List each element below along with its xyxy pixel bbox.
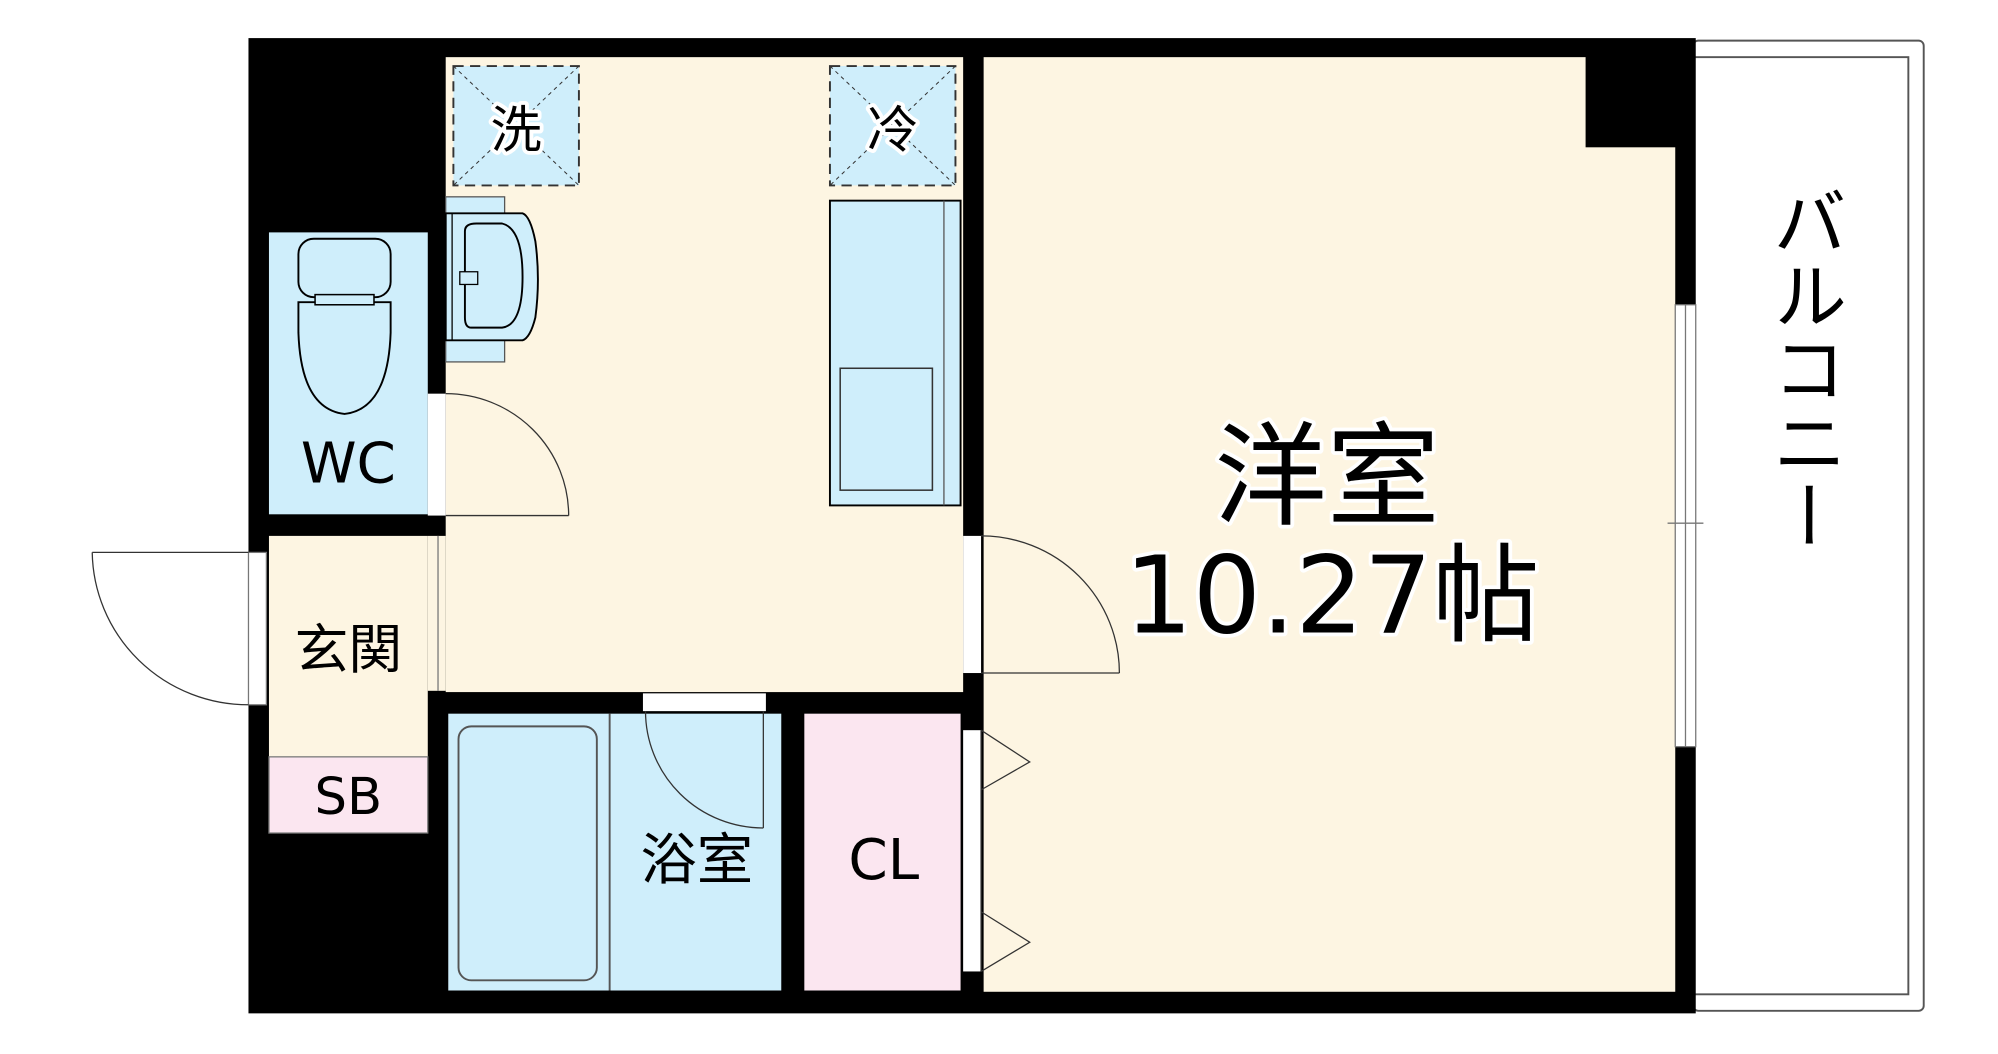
closet-label: CL (848, 828, 919, 893)
bathroom-label: 浴室 (640, 828, 753, 893)
western-room-label: 洋室 (1214, 413, 1439, 542)
toilet-icon (297, 237, 392, 415)
shoe-box (268, 756, 429, 834)
washer-space: 洗 (452, 65, 580, 187)
wc-label: WC (301, 432, 396, 497)
entrance-label: 玄関 (295, 618, 403, 681)
pillar (1585, 50, 1678, 148)
entrance-door[interactable] (91, 551, 268, 706)
wc-door[interactable] (427, 393, 570, 517)
fridge-label: 冷 (867, 102, 918, 161)
balcony-label: バルコニー (1760, 184, 1846, 552)
western-room-size: 10.27帖 (1124, 535, 1540, 658)
closet-floor (804, 713, 961, 991)
fridge-space: 冷 (828, 65, 957, 187)
bathtub (457, 725, 598, 982)
room-door[interactable] (963, 535, 1121, 674)
western-room-floor (983, 57, 1676, 992)
shoe-box-label: SB (315, 768, 383, 827)
washer-label: 洗 (491, 102, 542, 161)
wash-basin-icon (444, 196, 539, 363)
balcony-window[interactable] (1667, 304, 1704, 748)
entrance-floor (268, 535, 428, 757)
kitchen-counter (828, 199, 962, 507)
bathroom-door[interactable] (642, 693, 766, 712)
